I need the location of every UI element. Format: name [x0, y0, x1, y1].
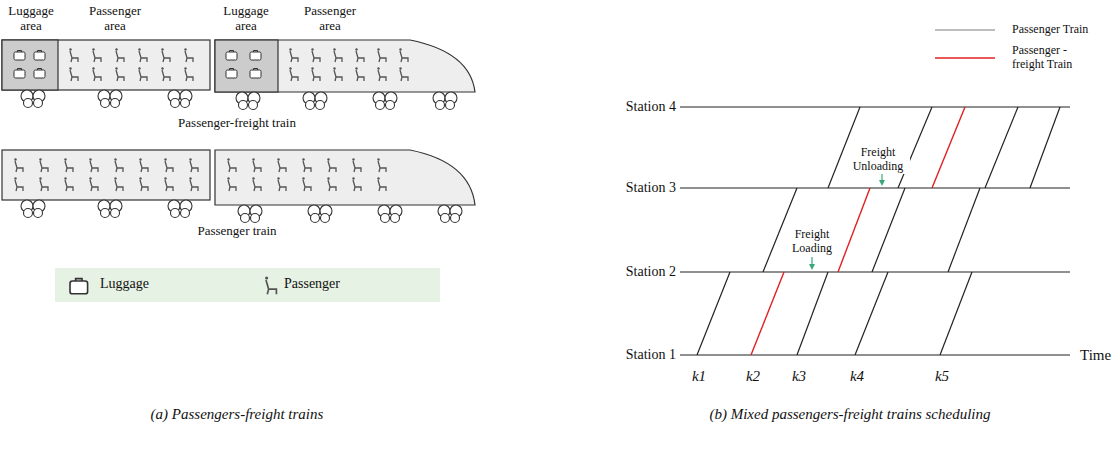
seat-icons — [14, 48, 408, 191]
legend-text: Passenger — [284, 276, 340, 292]
passenger-train — [2, 150, 475, 205]
time-index: k3 — [792, 368, 806, 385]
area-heading: Luggage area — [217, 4, 275, 34]
luggage-legend-icon — [70, 279, 88, 294]
legend-text: Passenger Train — [1012, 23, 1088, 37]
time-index: k1 — [692, 368, 706, 385]
area-heading: Passenger area — [80, 4, 150, 34]
station-name: Station 2 — [626, 264, 676, 280]
legend-text: Luggage — [100, 276, 149, 292]
time-index: k5 — [935, 368, 949, 385]
station-name: Station 3 — [626, 180, 676, 196]
area-heading: Luggage area — [2, 4, 60, 34]
annotation: Freight Unloading — [846, 146, 910, 174]
legend-box — [55, 268, 440, 302]
axis-label: Time — [1080, 347, 1111, 364]
time-index: k4 — [850, 368, 864, 385]
passenger-legend-icon — [265, 276, 276, 294]
station-name: Station 1 — [626, 347, 676, 363]
passenger-train-paths — [697, 107, 1060, 355]
train-caption: Passenger-freight train — [178, 116, 296, 131]
subfigure-caption: (a) Passengers-freight trains — [151, 406, 324, 423]
time-index: k2 — [746, 368, 760, 385]
legend-text: Passenger -freight Train — [1012, 44, 1084, 72]
legend-line-red — [935, 57, 995, 59]
area-heading: Passenger area — [295, 4, 365, 34]
train-wheels — [21, 90, 462, 223]
passenger-freight-train — [2, 40, 475, 92]
station-name: Station 4 — [626, 99, 676, 115]
passenger-freight-train-path — [751, 107, 965, 355]
annotation: Freight Loading — [785, 228, 839, 256]
train-caption: Passenger train — [197, 224, 276, 239]
legend-line-grey — [935, 29, 995, 31]
subfigure-caption: (b) Mixed passengers-freight trains sche… — [709, 406, 990, 423]
luggage-icons — [14, 51, 261, 79]
station-lines — [680, 107, 1070, 355]
annotation-arrows — [809, 174, 885, 270]
